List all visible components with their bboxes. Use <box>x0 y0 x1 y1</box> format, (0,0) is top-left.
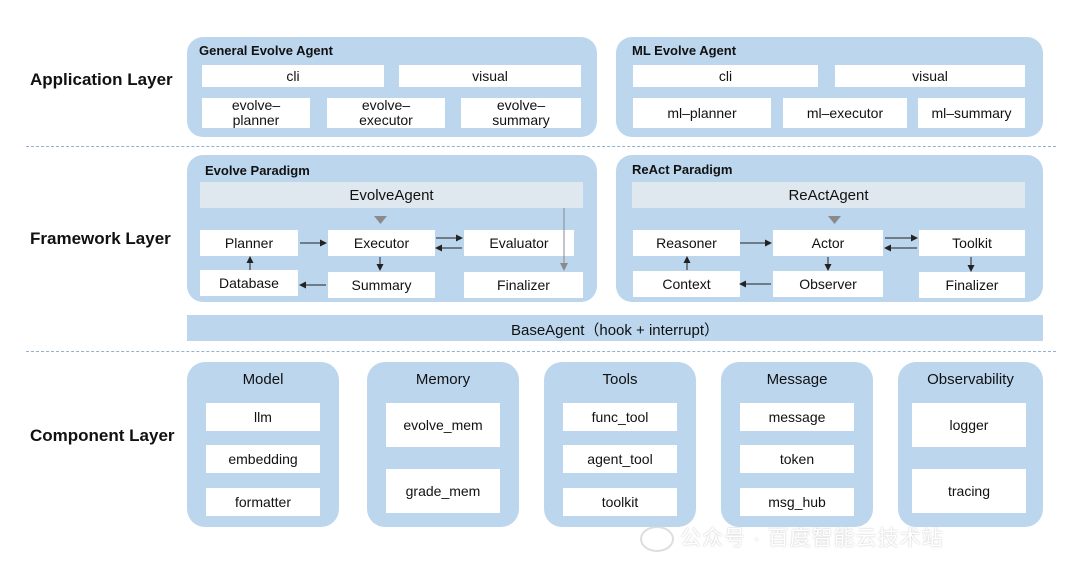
summary-box: Summary <box>328 272 435 298</box>
wechat-icon <box>640 526 674 552</box>
layer-separator <box>26 146 1056 147</box>
react-paradigm-panel: ReAct Paradigm ReActAgent Reasoner Actor… <box>616 155 1043 302</box>
ml-visual-box: visual <box>835 65 1025 87</box>
box-line: evolve– <box>361 97 411 113</box>
component-title: Model <box>242 371 284 388</box>
component-item: token <box>740 445 854 473</box>
planner-box: Planner <box>200 230 298 256</box>
general-visual-box: visual <box>399 65 581 87</box>
observability-panel: Observability logger tracing <box>898 362 1043 527</box>
react-agent-bar: ReActAgent <box>632 182 1025 208</box>
component-item: llm <box>206 403 320 431</box>
component-item: embedding <box>206 445 320 473</box>
watermark: 公众号 · 百度智能云技术站 <box>680 527 944 550</box>
panel-title: General Evolve Agent <box>199 43 333 58</box>
memory-panel: Memory evolve_mem grade_mem <box>367 362 519 527</box>
component-item: toolkit <box>563 488 677 516</box>
base-agent-label: BaseAgent（hook + interrupt） <box>510 322 720 339</box>
component-item: evolve_mem <box>386 403 500 447</box>
evolve-planner-box: evolve– planner <box>202 98 310 128</box>
component-item: tracing <box>912 469 1026 513</box>
actor-box: Actor <box>773 230 883 256</box>
model-panel: Model llm embedding formatter <box>187 362 339 527</box>
tools-panel: Tools func_tool agent_tool toolkit <box>544 362 696 527</box>
component-title: Tools <box>602 371 638 388</box>
evolve-executor-box: evolve– executor <box>327 98 445 128</box>
layer-separator <box>26 351 1056 352</box>
box-line: planner <box>232 112 280 128</box>
box-line: summary <box>492 112 550 128</box>
react-finalizer-box: Finalizer <box>919 272 1025 298</box>
ml-evolve-agent-panel: ML Evolve Agent cli visual ml–planner ml… <box>616 37 1043 137</box>
reasoner-box: Reasoner <box>633 230 740 256</box>
executor-box: Executor <box>328 230 435 256</box>
ml-cli-box: cli <box>633 65 818 87</box>
evolve-agent-bar: EvolveAgent <box>200 182 583 208</box>
evaluator-box: Evaluator <box>464 230 574 256</box>
component-item: message <box>740 403 854 431</box>
panel-title: ReAct Paradigm <box>632 162 733 177</box>
ml-planner-box: ml–planner <box>633 98 771 128</box>
framework-layer-label: Framework Layer <box>30 229 171 248</box>
general-cli-box: cli <box>202 65 384 87</box>
toolkit-box: Toolkit <box>919 230 1025 256</box>
component-layer-label: Component Layer <box>30 426 175 445</box>
evolve-finalizer-box: Finalizer <box>464 272 583 298</box>
component-item: logger <box>912 403 1026 447</box>
evolve-summary-box: evolve– summary <box>461 98 581 128</box>
component-item: agent_tool <box>563 445 677 473</box>
application-layer-label: Application Layer <box>30 70 173 89</box>
panel-title: ML Evolve Agent <box>632 43 737 58</box>
component-title: Observability <box>927 371 1014 388</box>
component-item: formatter <box>206 488 320 516</box>
component-item: msg_hub <box>740 488 854 516</box>
component-item: grade_mem <box>386 469 500 513</box>
box-line: executor <box>359 112 413 128</box>
general-evolve-agent-panel: General Evolve Agent cli visual evolve– … <box>187 37 597 137</box>
component-title: Message <box>766 371 828 388</box>
message-panel: Message message token msg_hub <box>721 362 873 527</box>
component-item: func_tool <box>563 403 677 431</box>
observer-box: Observer <box>773 271 883 297</box>
ml-summary-box: ml–summary <box>918 98 1025 128</box>
ml-executor-box: ml–executor <box>783 98 907 128</box>
component-title: Memory <box>415 371 471 388</box>
database-box: Database <box>200 270 298 296</box>
box-line: evolve– <box>231 97 281 113</box>
panel-title: Evolve Paradigm <box>205 163 310 178</box>
box-line: evolve– <box>496 97 546 113</box>
evolve-paradigm-panel: Evolve Paradigm EvolveAgent Planner Exec… <box>187 155 597 302</box>
context-box: Context <box>633 271 740 297</box>
base-agent-bar: BaseAgent（hook + interrupt） <box>187 315 1043 341</box>
